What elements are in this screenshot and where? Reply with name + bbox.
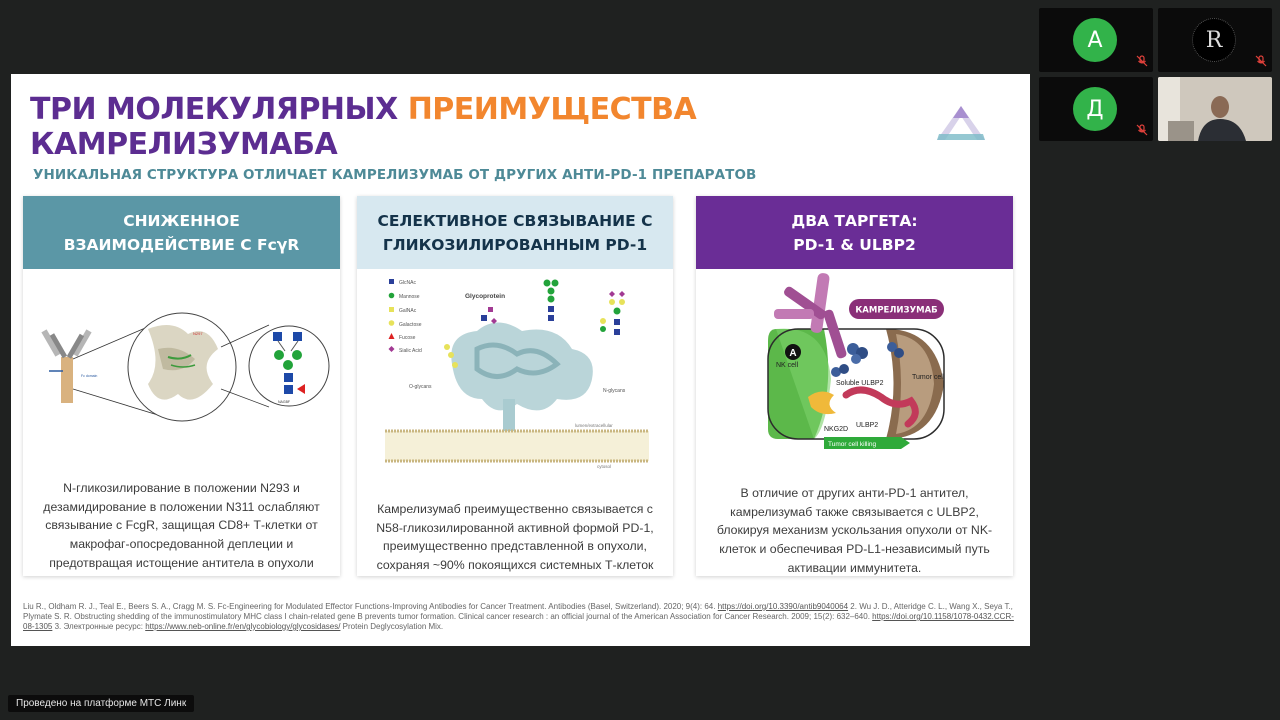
card-glycosylated-pd1: СЕЛЕКТИВНОЕ СВЯЗЫВАНИЕ С ГЛИКОЗИЛИРОВАННЫ… (357, 196, 673, 576)
killing-label: Tumor cell killing (828, 441, 877, 448)
card-description: Камрелизумаб преимущественно связывается… (376, 502, 654, 573)
nk-tumor-illustration: КАМРЕЛИЗУМАБ A Soluble ULBP2 NK cell Tum… (767, 273, 945, 449)
lumen-label: lumen/extracellular (575, 423, 613, 428)
ref-3-tail: Protein Deglycosylation Mix. (342, 622, 444, 631)
glycan-chain-icon: NAGBF (273, 332, 305, 404)
svg-text:Fc domain: Fc domain (81, 374, 97, 378)
avatar: Д (1073, 87, 1117, 131)
panel-letter: A (789, 348, 796, 359)
membrane-icon (385, 429, 649, 463)
legend-mannose: Mannose (399, 294, 420, 300)
speaker-video (1158, 77, 1272, 141)
nk-cell-label: NK cell (776, 362, 799, 369)
heading-line-1: СЕЛЕКТИВНОЕ СВЯЗЫВАНИЕ С (377, 211, 653, 230)
glycoprotein-illustration: GlcNAc Mannose GalNAc Galactose Fucose S… (385, 279, 649, 469)
title-part-2: ПРЕИМУЩЕСТВА (407, 92, 697, 127)
slide-subtitle: УНИКАЛЬНАЯ СТРУКТУРА ОТЛИЧАЕТ КАМРЕЛИЗУМ… (33, 167, 757, 183)
ref-2-link[interactable]: https://doi.org/10.1158/1078-0432.CCR-08… (23, 612, 1014, 631)
legend-glcnac: GlcNAc (399, 280, 416, 286)
card-description: В отличие от других анти-PD-1 антител, к… (716, 486, 993, 575)
tumor-cell-label: Tumor cell (912, 374, 945, 381)
legend-fucose: Fucose (399, 335, 416, 341)
participant-tile-a[interactable]: А (1039, 8, 1153, 72)
ref-2-text: Wu J. D., Atteridge C. L., Wang X., Seya… (23, 602, 1013, 621)
antibody-icon (774, 273, 847, 359)
brand-logo-icon (937, 106, 985, 140)
mic-off-icon (1136, 124, 1148, 136)
ulbp2-molecule-icon (831, 342, 904, 377)
heading-line-1: СНИЖЕННОЕ (123, 211, 240, 230)
ref-3-text: 3. Электронные ресурс: (54, 622, 143, 631)
participant-tile-d[interactable]: Д (1039, 77, 1153, 141)
legend-sialic: Sialic Acid (399, 348, 422, 354)
soluble-ulbp2-label: Soluble ULBP2 (836, 380, 884, 387)
heading-line-2: PD-1 & ULBP2 (793, 235, 916, 254)
mic-off-icon (1136, 55, 1148, 67)
heading-line-2: ВЗАИМОДЕЙСТВИЕ С FcγR (63, 235, 300, 254)
legend-galnac: GalNAc (399, 308, 417, 314)
o-glycans-label: O-glycans (409, 384, 432, 390)
ref-1-link[interactable]: https://doi.org/10.3390/antib9040064 (717, 602, 849, 611)
ulbp2-label: ULBP2 (856, 422, 878, 429)
glycoprotein-label: Glycoprotein (465, 293, 505, 300)
avatar: R (1192, 18, 1236, 62)
title-part-3: КАМРЕЛИЗУМАБА (30, 127, 338, 162)
participant-tile-r[interactable]: R (1158, 8, 1272, 72)
ref-1-text: Liu R., Oldham R. J., Teal E., Beers S. … (23, 602, 716, 611)
title-part-1: ТРИ МОЛЕКУЛЯРНЫХ (30, 92, 398, 127)
card-description: N-гликозилирование в положении N293 и де… (43, 481, 320, 570)
antibody-fc-illustration: Fc domain N297 (41, 312, 330, 422)
antibody-icon: Fc domain (41, 329, 97, 403)
card-fc-receptor: СНИЖЕННОЕ ВЗАИМОДЕЙСТВИЕ С FcγR Fc domain (23, 196, 340, 576)
glycan-trees-icon (444, 279, 625, 368)
avatar: А (1073, 18, 1117, 62)
platform-badge: Проведено на платформе МТС Линк (8, 695, 195, 712)
heading-line-1: ДВА ТАРГЕТА: (791, 211, 918, 230)
legend-galactose: Galactose (399, 322, 422, 328)
card-dual-target: ДВА ТАРГЕТА: PD-1 & ULBP2 (696, 196, 1013, 576)
references: Liu R., Oldham R. J., Teal E., Beers S. … (23, 602, 1018, 632)
presentation-slide: ТРИ МОЛЕКУЛЯРНЫХ ПРЕИМУЩЕСТВА КАМРЕЛИЗУМ… (11, 74, 1030, 646)
heading-line-2: ГЛИКОЗИЛИРОВАННЫМ PD-1 (382, 235, 648, 254)
fc-structure-icon: N297 (148, 325, 218, 400)
nkg2d-label: NKG2D (824, 426, 848, 433)
n297-label: N297 (193, 331, 203, 336)
glycan-legend: GlcNAc Mannose GalNAc Galactose Fucose S… (388, 279, 422, 354)
card-heading: ДВА ТАРГЕТА: PD-1 & ULBP2 (696, 196, 1013, 269)
card-heading: СНИЖЕННОЕ ВЗАИМОДЕЙСТВИЕ С FcγR (23, 196, 340, 269)
drug-label: КАМРЕЛИЗУМАБ (855, 306, 937, 316)
ref-2-number: 2. (850, 602, 857, 611)
participant-tile-camera[interactable] (1158, 77, 1272, 141)
mic-off-icon (1255, 55, 1267, 67)
glycan-label: NAGBF (278, 400, 290, 404)
n-glycans-label: N-glycans (603, 388, 626, 394)
card-heading: СЕЛЕКТИВНОЕ СВЯЗЫВАНИЕ С ГЛИКОЗИЛИРОВАННЫ… (357, 196, 673, 269)
cytosol-label: cytosol (597, 464, 611, 469)
ref-3-link[interactable]: https://www.neb-online.fr/en/glycobiolog… (145, 622, 341, 631)
slide-title: ТРИ МОЛЕКУЛЯРНЫХ ПРЕИМУЩЕСТВА КАМРЕЛИЗУМ… (30, 92, 697, 162)
